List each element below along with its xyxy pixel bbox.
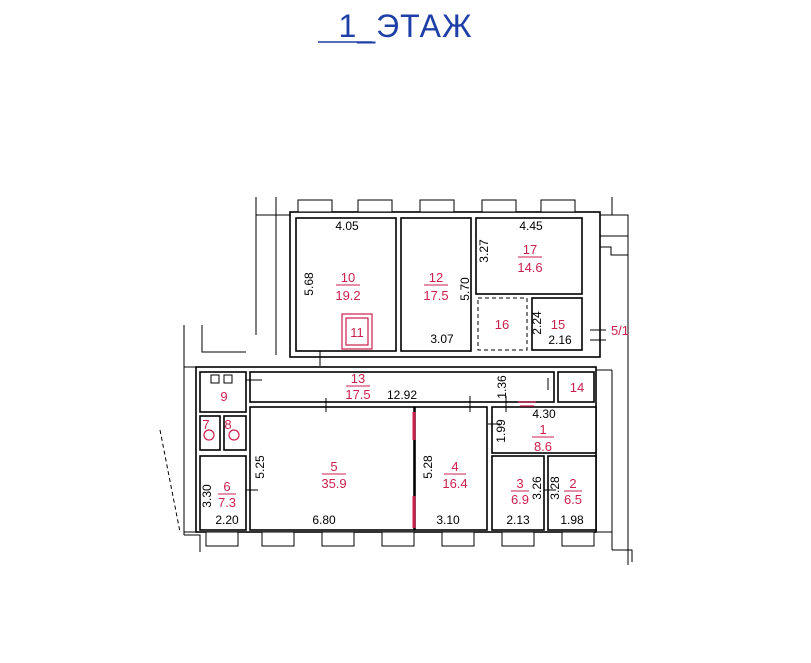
room-3-area: 6.9 bbox=[511, 492, 529, 507]
room-2-number: 2 bbox=[569, 476, 576, 491]
dim-5-70: 5.70 bbox=[458, 277, 472, 301]
dim-5-68: 5.68 bbox=[302, 272, 316, 296]
dim-1-36: 1.36 bbox=[495, 375, 509, 399]
room-10-number: 10 bbox=[341, 270, 355, 285]
dim-3-28: 3.28 bbox=[548, 476, 562, 500]
dim-3-30: 3.30 bbox=[200, 484, 214, 508]
room-4-area: 16.4 bbox=[442, 476, 467, 491]
dim-12-92: 12.92 bbox=[387, 388, 417, 402]
room-15-number: 15 bbox=[551, 317, 565, 332]
room-12-number: 12 bbox=[429, 270, 443, 285]
room-11-number: 11 bbox=[350, 325, 364, 340]
dim-6-80: 6.80 bbox=[312, 513, 336, 527]
dim-4-45: 4.45 bbox=[519, 219, 543, 233]
dimension-labels: 4.05 5.68 5.70 4.45 3.27 2.24 2.16 3.07 … bbox=[200, 219, 584, 527]
room-10-area: 19.2 bbox=[335, 288, 360, 303]
room-17-area: 14.6 bbox=[517, 260, 542, 275]
dim-2-20: 2.20 bbox=[215, 513, 239, 527]
dim-3-27: 3.27 bbox=[477, 239, 491, 263]
room-13-number: 13 bbox=[351, 371, 365, 386]
dim-4-30: 4.30 bbox=[532, 407, 556, 421]
room-14-number: 14 bbox=[570, 380, 584, 395]
room-7-number: 7 bbox=[202, 417, 209, 432]
room-3-number: 3 bbox=[516, 476, 523, 491]
room-8-number: 8 bbox=[224, 417, 231, 432]
room-1-area: 8.6 bbox=[534, 439, 552, 454]
room-16-number: 16 bbox=[495, 317, 509, 332]
title-area: 1_ЭТАЖ bbox=[0, 6, 811, 46]
room-5-number: 5 bbox=[330, 459, 337, 474]
room-1-number: 1 bbox=[539, 422, 546, 437]
room-5-area: 35.9 bbox=[321, 476, 346, 491]
room-12-area: 17.5 bbox=[423, 288, 448, 303]
room-9-number: 9 bbox=[220, 389, 227, 404]
windows bbox=[205, 199, 595, 547]
floor-title: 1_ЭТАЖ bbox=[338, 8, 473, 44]
dim-5-25: 5.25 bbox=[253, 455, 267, 479]
dim-3-07: 3.07 bbox=[430, 332, 454, 346]
dim-2-24: 2.24 bbox=[530, 311, 544, 335]
room-5-1-number: 5/1 bbox=[611, 323, 629, 338]
room-2-area: 6.5 bbox=[564, 492, 582, 507]
dim-2-16: 2.16 bbox=[548, 333, 572, 347]
dim-1-98: 1.98 bbox=[560, 513, 584, 527]
dim-3-10: 3.10 bbox=[436, 513, 460, 527]
dim-2-13: 2.13 bbox=[506, 513, 530, 527]
door-marks bbox=[203, 329, 606, 528]
dim-5-28: 5.28 bbox=[421, 455, 435, 479]
dim-4-05: 4.05 bbox=[335, 219, 359, 233]
area-dividers bbox=[218, 256, 582, 495]
room-13-area: 17.5 bbox=[345, 387, 370, 402]
room-17-number: 17 bbox=[523, 242, 537, 257]
room-4-number: 4 bbox=[451, 459, 458, 474]
room-6-number: 6 bbox=[223, 479, 230, 494]
room-6-area: 7.3 bbox=[218, 495, 236, 510]
room-labels: 10 19.2 11 12 17.5 17 14.6 16 15 5/1 13 … bbox=[202, 242, 629, 510]
dim-1-99: 1.99 bbox=[494, 419, 508, 443]
dim-3-26: 3.26 bbox=[530, 476, 544, 500]
